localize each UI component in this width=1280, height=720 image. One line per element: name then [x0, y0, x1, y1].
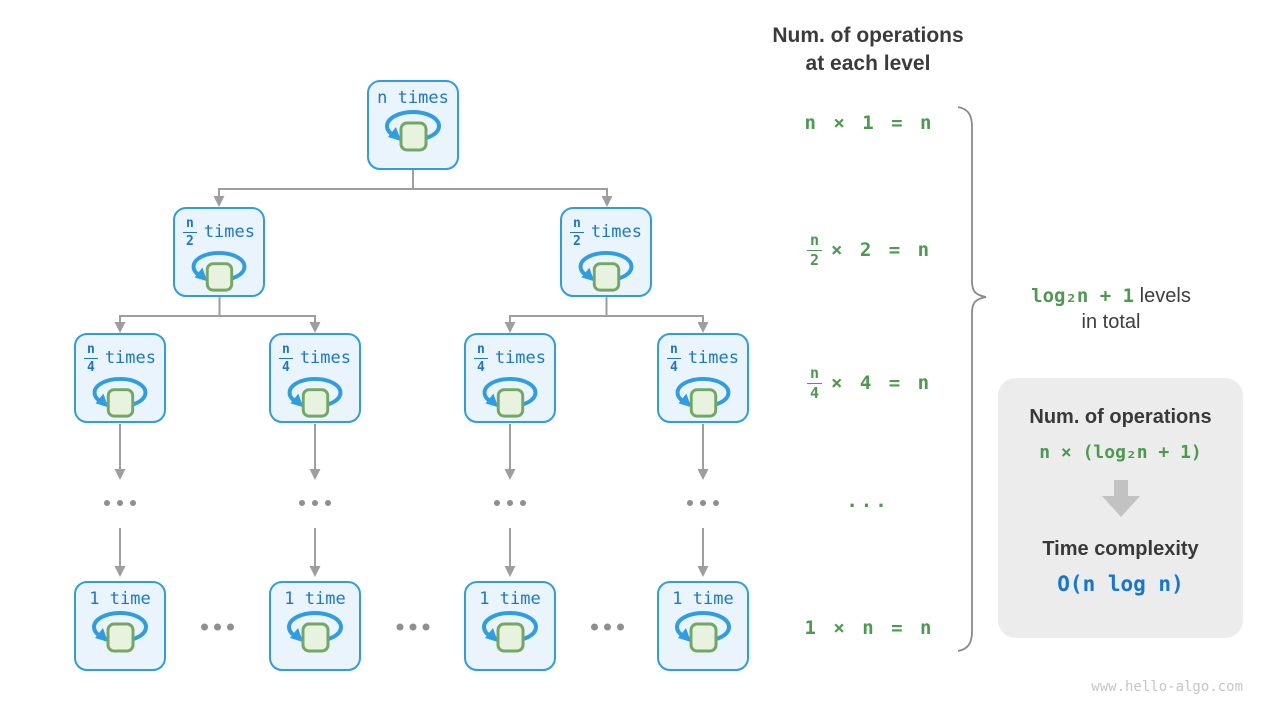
arrowhead-icons [114, 196, 709, 577]
loop-arrow-icon [482, 611, 538, 653]
in-total-label: in total [1081, 311, 1141, 333]
loop-arrow-icon [191, 250, 247, 292]
curly-brace-icon [957, 106, 987, 652]
loop-arrow-icon [92, 376, 148, 418]
tree-node-level4-2: 1 time [269, 581, 361, 671]
watermark: www.hello-algo.com [1091, 679, 1243, 695]
formula-level4: 1 × n = n [804, 617, 932, 639]
tree-node-level4-1: 1 time [74, 581, 166, 671]
node-label: 1 time [479, 589, 541, 609]
loop-arrow-icon [482, 376, 538, 418]
node-label: n times [377, 88, 449, 108]
ellipsis-dots [104, 500, 719, 631]
time-complexity-value: O(n log n) [1057, 572, 1184, 596]
formula-level1: n × 1 = n [804, 112, 932, 134]
panel-title: Num. of operations [1029, 406, 1212, 428]
loop-arrow-icon [675, 611, 731, 653]
tree-node-level1: n times [367, 80, 459, 170]
loop-arrow-icon [287, 611, 343, 653]
formula-ellipsis: ... [846, 490, 890, 512]
node-label: 1 time [672, 589, 734, 609]
formula-column-header: Num. of operations at each level [740, 22, 996, 77]
node-label: 1 time [89, 589, 151, 609]
operations-formula: n × (log₂n + 1) [1039, 442, 1202, 463]
loop-arrow-icon [92, 611, 148, 653]
header-line2: at each level [805, 51, 931, 75]
summary-panel: Num. of operations n × (log₂n + 1) Time … [998, 378, 1243, 638]
loop-arrow-icon [675, 376, 731, 418]
tree-node-level4-3: 1 time [464, 581, 556, 671]
log-levels-formula: log₂n + 1 [1031, 285, 1135, 307]
node-label: 1 time [284, 589, 346, 609]
loop-arrow-icon [578, 250, 634, 292]
header-line1: Num. of operations [772, 24, 964, 47]
tree-node-level4-4: 1 time [657, 581, 749, 671]
loop-arrow-icon [385, 110, 441, 152]
down-arrow-icon [1101, 480, 1140, 517]
panel-subtitle: Time complexity [1042, 538, 1199, 560]
loop-arrow-icon [287, 376, 343, 418]
levels-total-label: log₂n + 1 levels in total [1005, 283, 1217, 335]
